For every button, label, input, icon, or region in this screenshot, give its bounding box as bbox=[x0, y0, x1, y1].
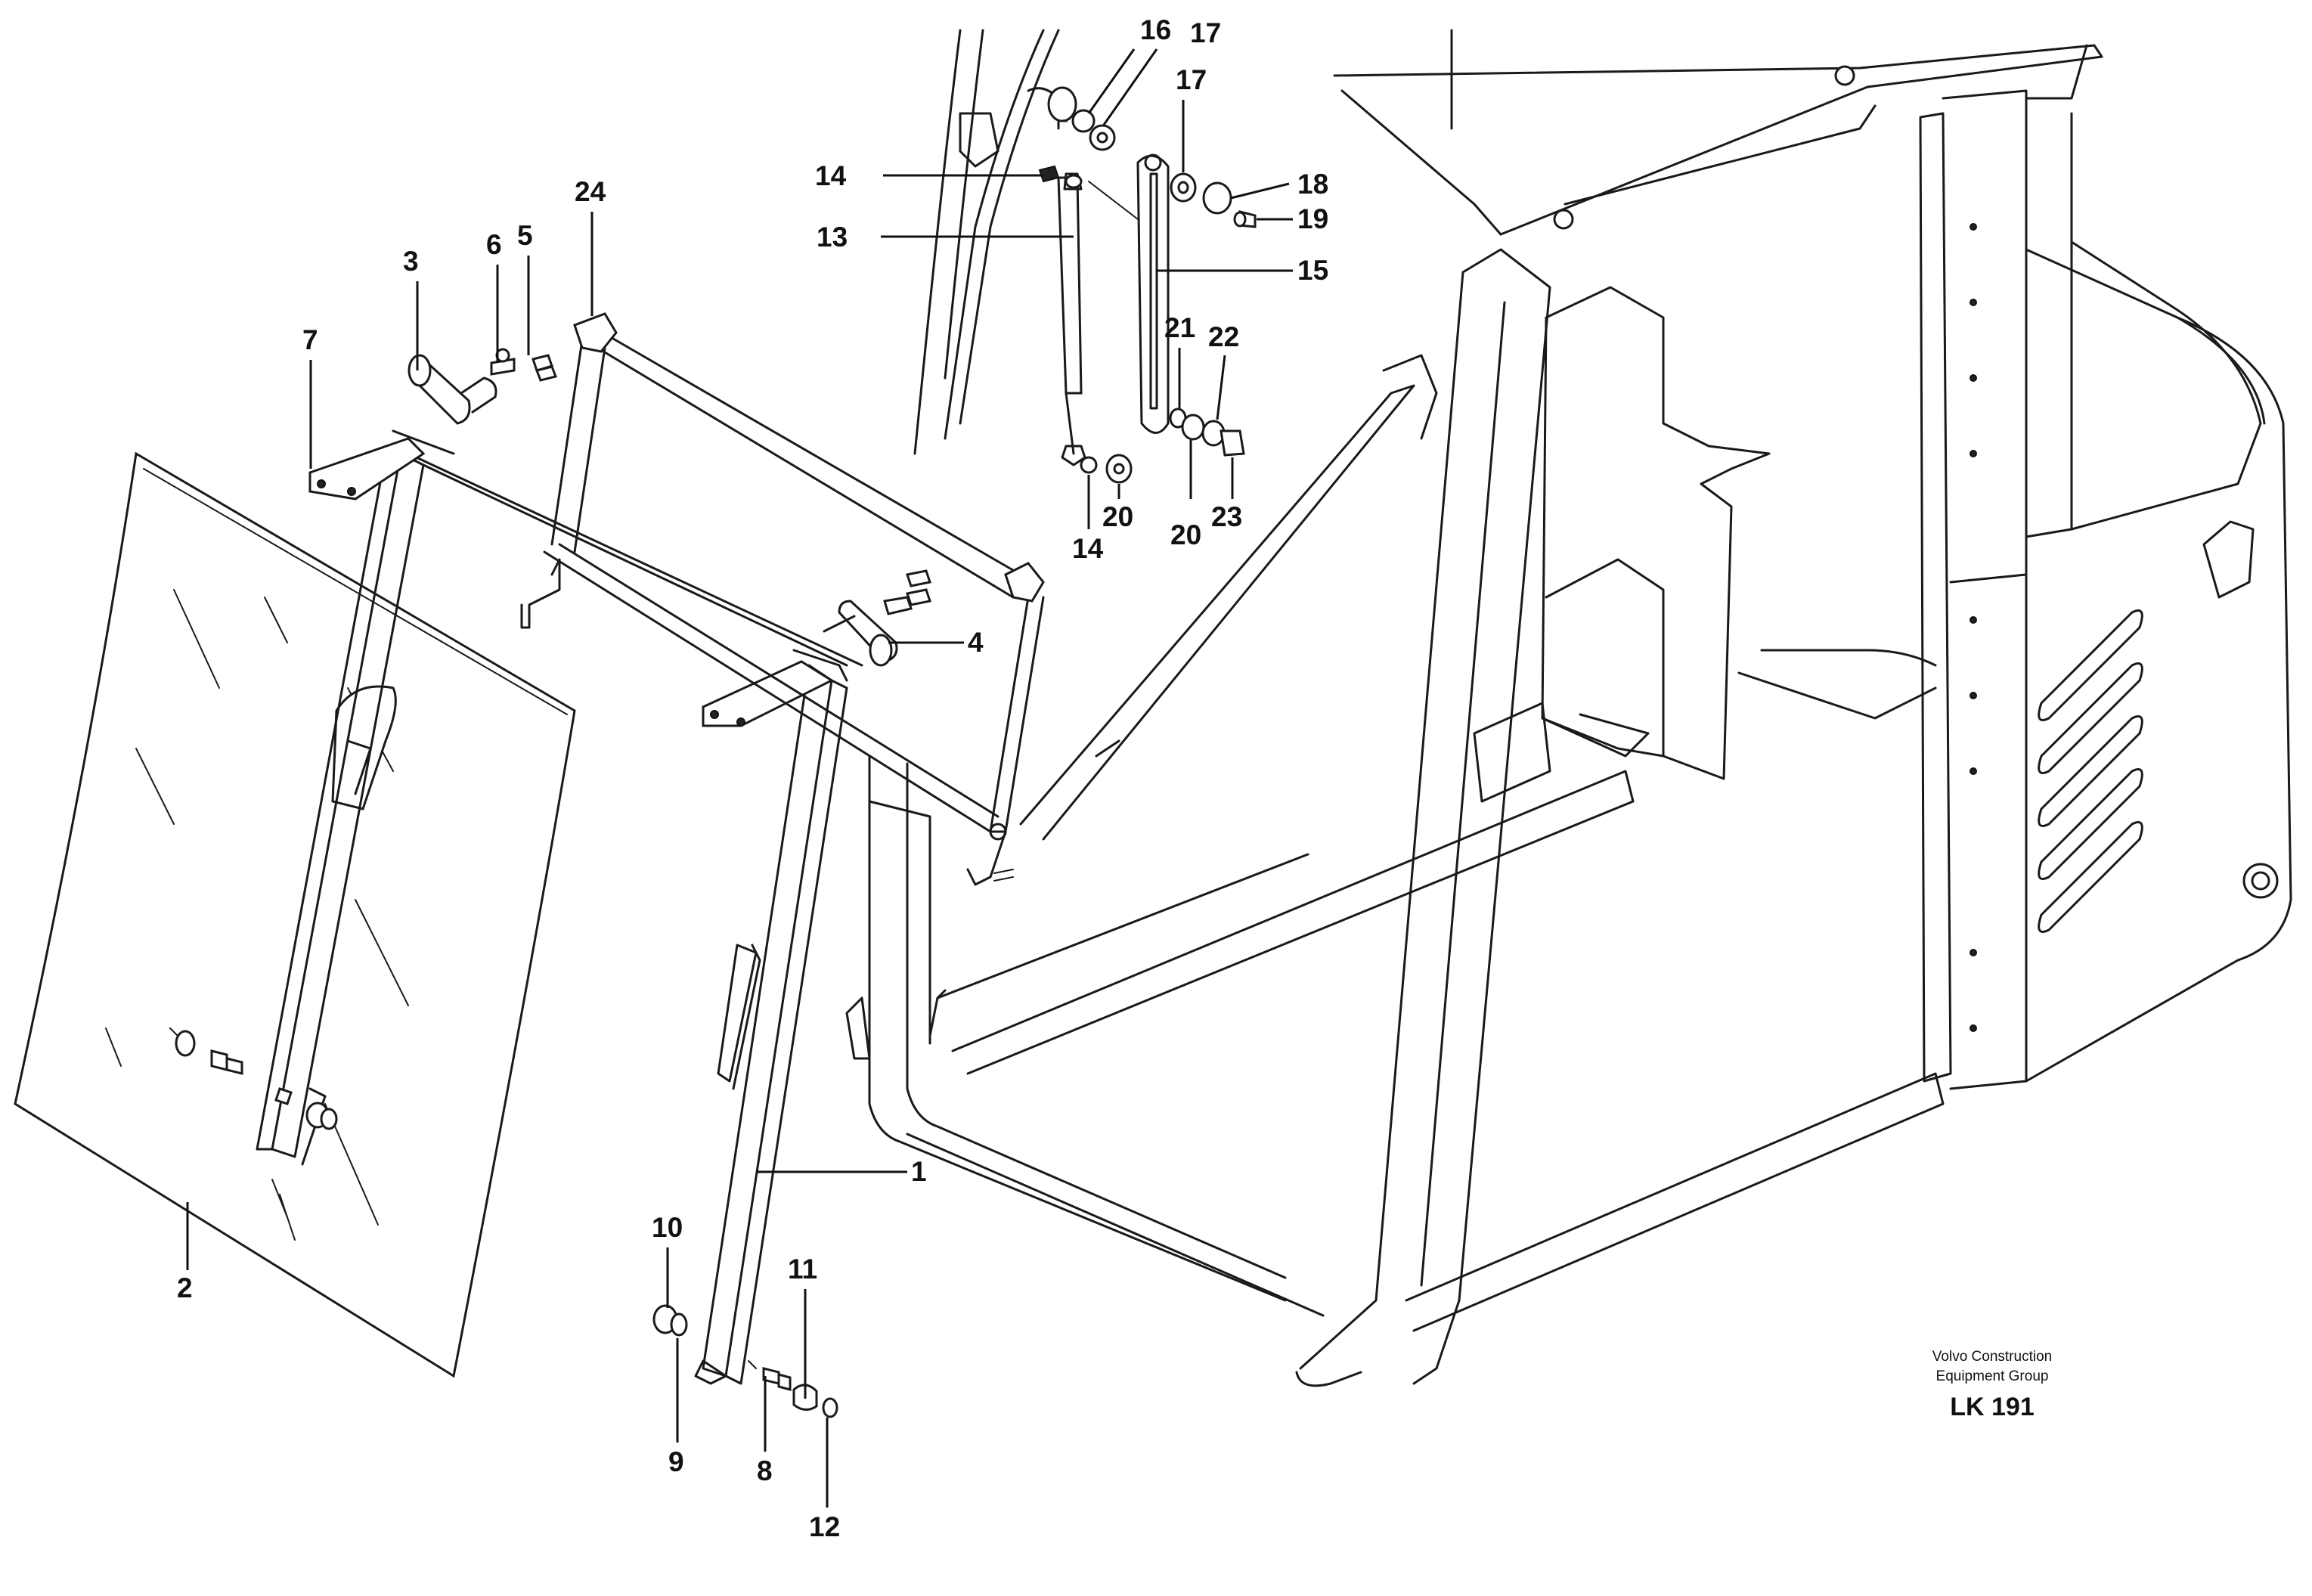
cab-frame bbox=[845, 29, 2292, 1387]
part-label-17-lower: 17 bbox=[1176, 64, 1207, 95]
part-label-5: 5 bbox=[517, 220, 533, 251]
part-label-15: 15 bbox=[1297, 255, 1328, 286]
part-label-8: 8 bbox=[757, 1455, 773, 1486]
part-label-9: 9 bbox=[668, 1446, 684, 1477]
part-label-6: 6 bbox=[486, 229, 502, 260]
part-label-2: 2 bbox=[177, 1272, 193, 1303]
part-label-23: 23 bbox=[1211, 501, 1242, 532]
door-frame-right bbox=[694, 649, 848, 1385]
credit-line-1: Volvo Construction bbox=[1932, 1349, 2052, 1365]
part-label-13: 13 bbox=[817, 222, 848, 253]
gas-strut-assembly bbox=[1038, 86, 1257, 484]
part-labels: 1 2 3 4 5 6 7 8 9 10 11 12 13 14 14 15 1… bbox=[177, 14, 1328, 1542]
glass-fixing-hardware bbox=[169, 1027, 338, 1130]
credit-line-2: Equipment Group bbox=[1936, 1368, 2049, 1384]
credit-block: Volvo Construction Equipment Group LK 19… bbox=[1932, 1349, 2052, 1421]
door-frame-left bbox=[256, 429, 863, 1166]
part-label-14-top: 14 bbox=[815, 160, 847, 191]
rear-panel-slots bbox=[2038, 609, 2143, 933]
part-label-17-top: 17 bbox=[1190, 17, 1221, 48]
part-label-10: 10 bbox=[652, 1212, 683, 1243]
part-label-20-left: 20 bbox=[1102, 501, 1133, 532]
part-label-3: 3 bbox=[403, 246, 419, 277]
part-label-18: 18 bbox=[1297, 169, 1328, 200]
hinge-right bbox=[823, 569, 931, 667]
part-label-16: 16 bbox=[1140, 14, 1171, 45]
part-label-7: 7 bbox=[302, 324, 318, 355]
glass-pane bbox=[14, 451, 576, 1378]
part-label-14-bottom: 14 bbox=[1072, 533, 1104, 564]
part-label-4: 4 bbox=[968, 627, 984, 658]
lower-hinge-hardware bbox=[652, 1304, 838, 1418]
part-label-11: 11 bbox=[788, 1254, 817, 1285]
part-label-12: 12 bbox=[809, 1511, 840, 1542]
stay-frame bbox=[520, 312, 1045, 886]
part-label-22: 22 bbox=[1208, 321, 1239, 352]
part-label-19: 19 bbox=[1297, 203, 1328, 234]
diagram-code: LK 191 bbox=[1950, 1393, 2035, 1421]
part-label-20-right: 20 bbox=[1170, 519, 1201, 550]
hinge-top-left bbox=[408, 348, 558, 425]
part-label-21: 21 bbox=[1164, 312, 1195, 343]
part-label-24: 24 bbox=[575, 176, 606, 207]
part-label-1: 1 bbox=[911, 1156, 927, 1187]
leader-lines bbox=[186, 48, 1293, 1508]
